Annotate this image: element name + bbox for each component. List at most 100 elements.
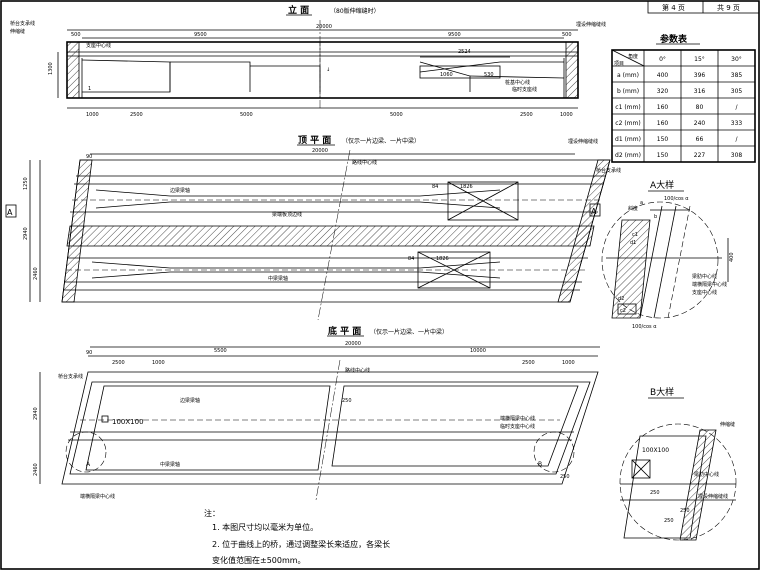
elev-dim-right: 500: [562, 32, 572, 38]
hole-marker: [101, 415, 109, 423]
bottom-plan-label-abutment-left: 桥台支承线: [58, 373, 83, 380]
sheet-total: 共 9 页: [717, 3, 740, 12]
elev-dim-2524: 2524: [458, 49, 471, 55]
top-plan-label-joint: 梁端板顶边线: [272, 211, 302, 218]
elev-bdim-5: 1000: [560, 112, 573, 118]
top-plan-label-support-right: 桥台支承线: [596, 167, 621, 174]
bottom-plan-label-edge-beam: 边梁梁轴: [180, 397, 200, 404]
bottom-plan-hole-label: 100X100: [112, 418, 144, 426]
top-plan-label-mid-beam: 中梁梁轴: [268, 275, 288, 282]
bottom-plan-dim-260: 250: [560, 474, 570, 480]
detail-b-dim-2: 250: [680, 508, 690, 514]
param-table-cell: 150: [657, 152, 669, 159]
param-table-cell: 396: [694, 72, 706, 79]
detail-a-dim-b: b: [654, 214, 657, 220]
bottom-plan-dim-2: 5500: [214, 348, 227, 354]
top-plan-dim-y1: 2940: [23, 227, 29, 240]
param-table-cell: 333: [731, 120, 743, 127]
top-plan-subtitle: （仅示一片边梁、一片中梁）: [342, 137, 420, 145]
detail-b: B大样 100X100 伸缩缝 梁肋中心线 埋设伸缩缝线 250 250 250: [619, 386, 737, 541]
param-table-cell: 160: [657, 120, 669, 127]
elev-label-abutment-left: 桥台支承线: [10, 20, 35, 27]
elevation-beam: [66, 41, 579, 99]
bottom-plan-dim-5: 1000: [562, 360, 575, 366]
detail-a-label-edge-center: 端横隔梁中心线: [692, 281, 727, 288]
top-plan-block-dim-2: 1826: [436, 256, 449, 262]
bottom-plan-dim-total: 20000: [345, 341, 361, 347]
detail-b-hole: 100X100: [642, 447, 669, 454]
elev-bdim-2: 5000: [240, 112, 253, 118]
param-table-cell: 305: [731, 88, 743, 95]
param-table-row-label: a (mm): [617, 72, 639, 79]
elev-dim-total: 20000: [316, 24, 332, 30]
detail-a: A大样 斜度 a b 100/cos α c1 c2 d1 d2 400 100…: [601, 179, 735, 330]
param-table-cell: 227: [694, 152, 706, 159]
elev-label-top-width: 伸缩缝: [10, 28, 25, 35]
notes: 注： 1. 本图尺寸均以毫米为单位。 2. 位于曲线上的桥，通过调整梁长来适应，…: [204, 508, 390, 565]
param-table-cell: 80: [696, 104, 704, 111]
top-plan-small-dim-1: 84: [432, 184, 438, 190]
elev-dim-mid-right: 9500: [448, 32, 461, 38]
bottom-plan-label-support-c: 临时支座中心线: [500, 423, 535, 430]
detail-a-label-support-center: 梁肋中心线: [692, 273, 717, 280]
detail-a-label-bevel: 斜度: [628, 205, 638, 212]
bottom-plan-dim-250: 250: [342, 398, 352, 404]
bottom-plan-dim-3: 10000: [470, 348, 486, 354]
bottom-plan-view: 底 平 面 （仅示一片边梁、一片中梁） 20000 90 2500 1000 5…: [33, 325, 600, 501]
detail-a-dim-400: 400: [729, 252, 735, 262]
elev-dim-left: 500: [71, 32, 81, 38]
top-plan-dim-total: 20000: [312, 148, 328, 154]
detail-a-dim-cos2: 100/cos α: [632, 324, 657, 330]
param-table-cell: 240: [694, 120, 706, 127]
detail-a-dim-d1: d1: [630, 240, 636, 246]
elev-dim-height: 1300: [48, 62, 54, 75]
bottom-plan-dim-1: 1000: [152, 360, 165, 366]
elev-bdim-4: 2500: [520, 112, 533, 118]
param-table-cell: 400: [657, 72, 669, 79]
param-table-corner-top: 角度: [628, 53, 638, 60]
section-marker-a-left: A: [7, 208, 13, 217]
bottom-plan-label-road-center: 路线中心线: [345, 367, 370, 374]
param-table-col-header: 30°: [731, 56, 742, 63]
param-table-cell: 160: [657, 104, 669, 111]
elev-label-abutment-right: 埋设伸缩缝线: [576, 21, 606, 28]
elev-bdim-3: 5000: [390, 112, 403, 118]
top-plan-label-road-center: 路线中心线: [352, 159, 377, 166]
elevation-view: 立 面 （80版伸缩缝时） 20000 500 9500 9500 500 桥台…: [10, 4, 606, 118]
param-table-corner-bottom: 项目: [614, 61, 624, 67]
detail-b-label-center: 梁肋中心线: [694, 471, 719, 478]
param-table-row-label: b (mm): [617, 88, 639, 95]
detail-b-title: B大样: [650, 386, 674, 398]
bottom-plan-label-abutment-center: 端横隔梁中心线: [80, 493, 115, 500]
detail-a-dim-d2: d2: [618, 296, 624, 302]
top-plan-block-dim-1: 1826: [460, 184, 473, 190]
param-table-row-label: d2 (mm): [615, 152, 641, 159]
top-plan-dim-left: 90: [86, 154, 92, 160]
detail-b-dim-1: 250: [650, 490, 660, 496]
elev-bdim-1: 2500: [130, 112, 143, 118]
detail-b-label-edge: 埋设伸缩缝线: [698, 493, 728, 500]
detail-a-label-support-line: 支座中心线: [692, 289, 717, 296]
bottom-plan-mark-a: A: [86, 461, 91, 468]
notes-item-1: 1. 本图尺寸均以毫米为单位。: [212, 522, 318, 532]
param-table-col-header: 0°: [659, 56, 666, 63]
bottom-plan-mark-b: B: [538, 461, 542, 468]
elev-dim-inner-2: 530: [484, 72, 494, 78]
param-table-cell: /: [735, 136, 738, 143]
detail-a-dim-c2: c2: [620, 308, 626, 314]
elev-mark-a: 1: [88, 86, 91, 92]
param-table-row-label: c2 (mm): [615, 120, 640, 127]
bottom-plan-dim-y1: 2460: [33, 463, 39, 476]
top-plan-view: 顶 平 面 （仅示一片边梁、一片中梁） 20000 90 1826 1826: [5, 135, 621, 321]
bottom-plan-label-mid-beam: 中梁梁轴: [160, 461, 180, 468]
bottom-plan-dim-4: 2500: [522, 360, 535, 366]
param-table-cell: 66: [696, 136, 704, 143]
param-table-cell: 385: [731, 72, 743, 79]
top-plan-title: 顶 平 面: [298, 135, 331, 146]
param-table-row-label: c1 (mm): [615, 104, 640, 111]
elev-bdim-0: 1000: [86, 112, 99, 118]
